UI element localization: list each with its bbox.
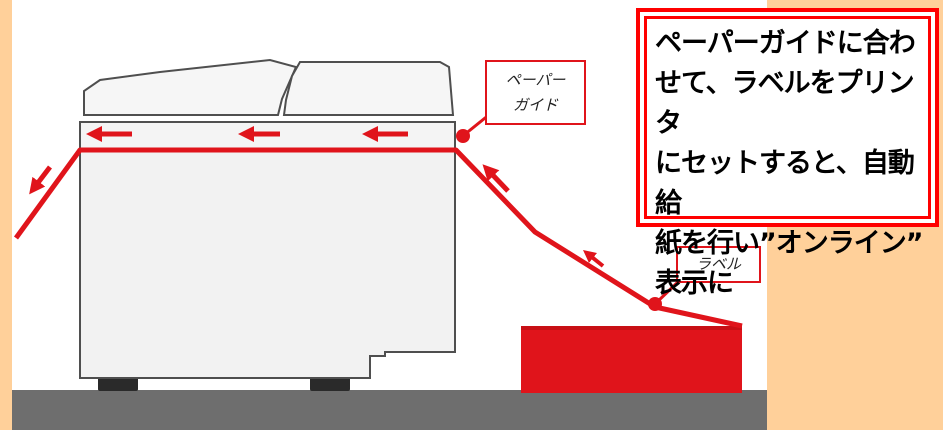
printer-body (79, 149, 456, 379)
label-box-edge (521, 326, 742, 330)
callout-line: 表示に (655, 268, 734, 299)
callout-line: にセットすると、自動給 (655, 148, 915, 219)
paper-guide-label-line2: ガイド (512, 96, 558, 114)
paper-guide-label-line1: ペーパー (505, 71, 566, 89)
paper-guide-dot (456, 129, 470, 143)
paper-guide-label: ペーパー ガイド (485, 60, 586, 125)
instruction-callout-text: ペーパーガイドに合わ せて、ラベルをプリンタ にセットすると、自動給 紙を行い”… (640, 12, 935, 299)
callout-line: せて、ラベルをプリンタ (655, 68, 915, 139)
paper-path (13, 147, 743, 329)
floor (12, 390, 767, 430)
label-dot (648, 297, 662, 311)
instruction-callout: ペーパーガイドに合わ せて、ラベルをプリンタ にセットすると、自動給 紙を行い”… (636, 8, 939, 299)
label-box (521, 326, 742, 393)
arrow-up-slope (583, 250, 605, 268)
arrow-up-right (482, 164, 510, 193)
callout-line: ペーパーガイドに合わ (655, 28, 916, 59)
arrow-down-left (29, 165, 52, 195)
callout-line: 紙を行い”オンライン” (655, 228, 924, 259)
printer-lid-right (282, 61, 455, 116)
label-name-tag: ラベル (676, 246, 761, 283)
